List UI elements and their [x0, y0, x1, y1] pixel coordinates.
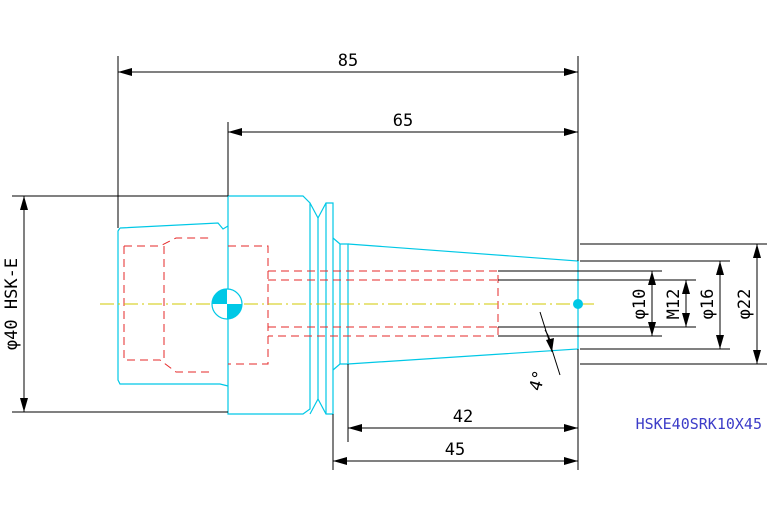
- dim-thread: M12: [664, 289, 684, 320]
- dim-nose-outer-diameter: φ22: [735, 289, 755, 320]
- bore-hidden: [268, 270, 499, 337]
- dim-taper-length-short: 42: [453, 407, 473, 427]
- hsk-internal-hidden: [123, 237, 213, 373]
- hsk-taper-outline: [117, 222, 229, 387]
- dim-nose-inner-diameter: φ16: [698, 289, 718, 320]
- dimension-lines: [12, 56, 767, 470]
- nose-point-marker: [573, 299, 583, 309]
- groove-outline: [309, 202, 334, 415]
- dim-interface-diameter: φ40 HSK-E: [2, 258, 22, 350]
- hsk-bore-hidden: [228, 245, 269, 365]
- dim-bore-diameter: φ10: [630, 289, 650, 320]
- hidden-features: [123, 237, 499, 373]
- dim-taper-angle: 4°: [526, 368, 551, 393]
- dim-taper-length: 45: [445, 440, 465, 460]
- dimension-arrowheads: [20, 68, 761, 465]
- center-of-gravity-icon: [211, 288, 243, 320]
- dim-overall-length: 85: [338, 51, 358, 71]
- flange-outline: [227, 195, 311, 415]
- dim-shank-length: 65: [393, 111, 413, 131]
- part-number-label: HSKE40SRK10X45: [636, 415, 762, 433]
